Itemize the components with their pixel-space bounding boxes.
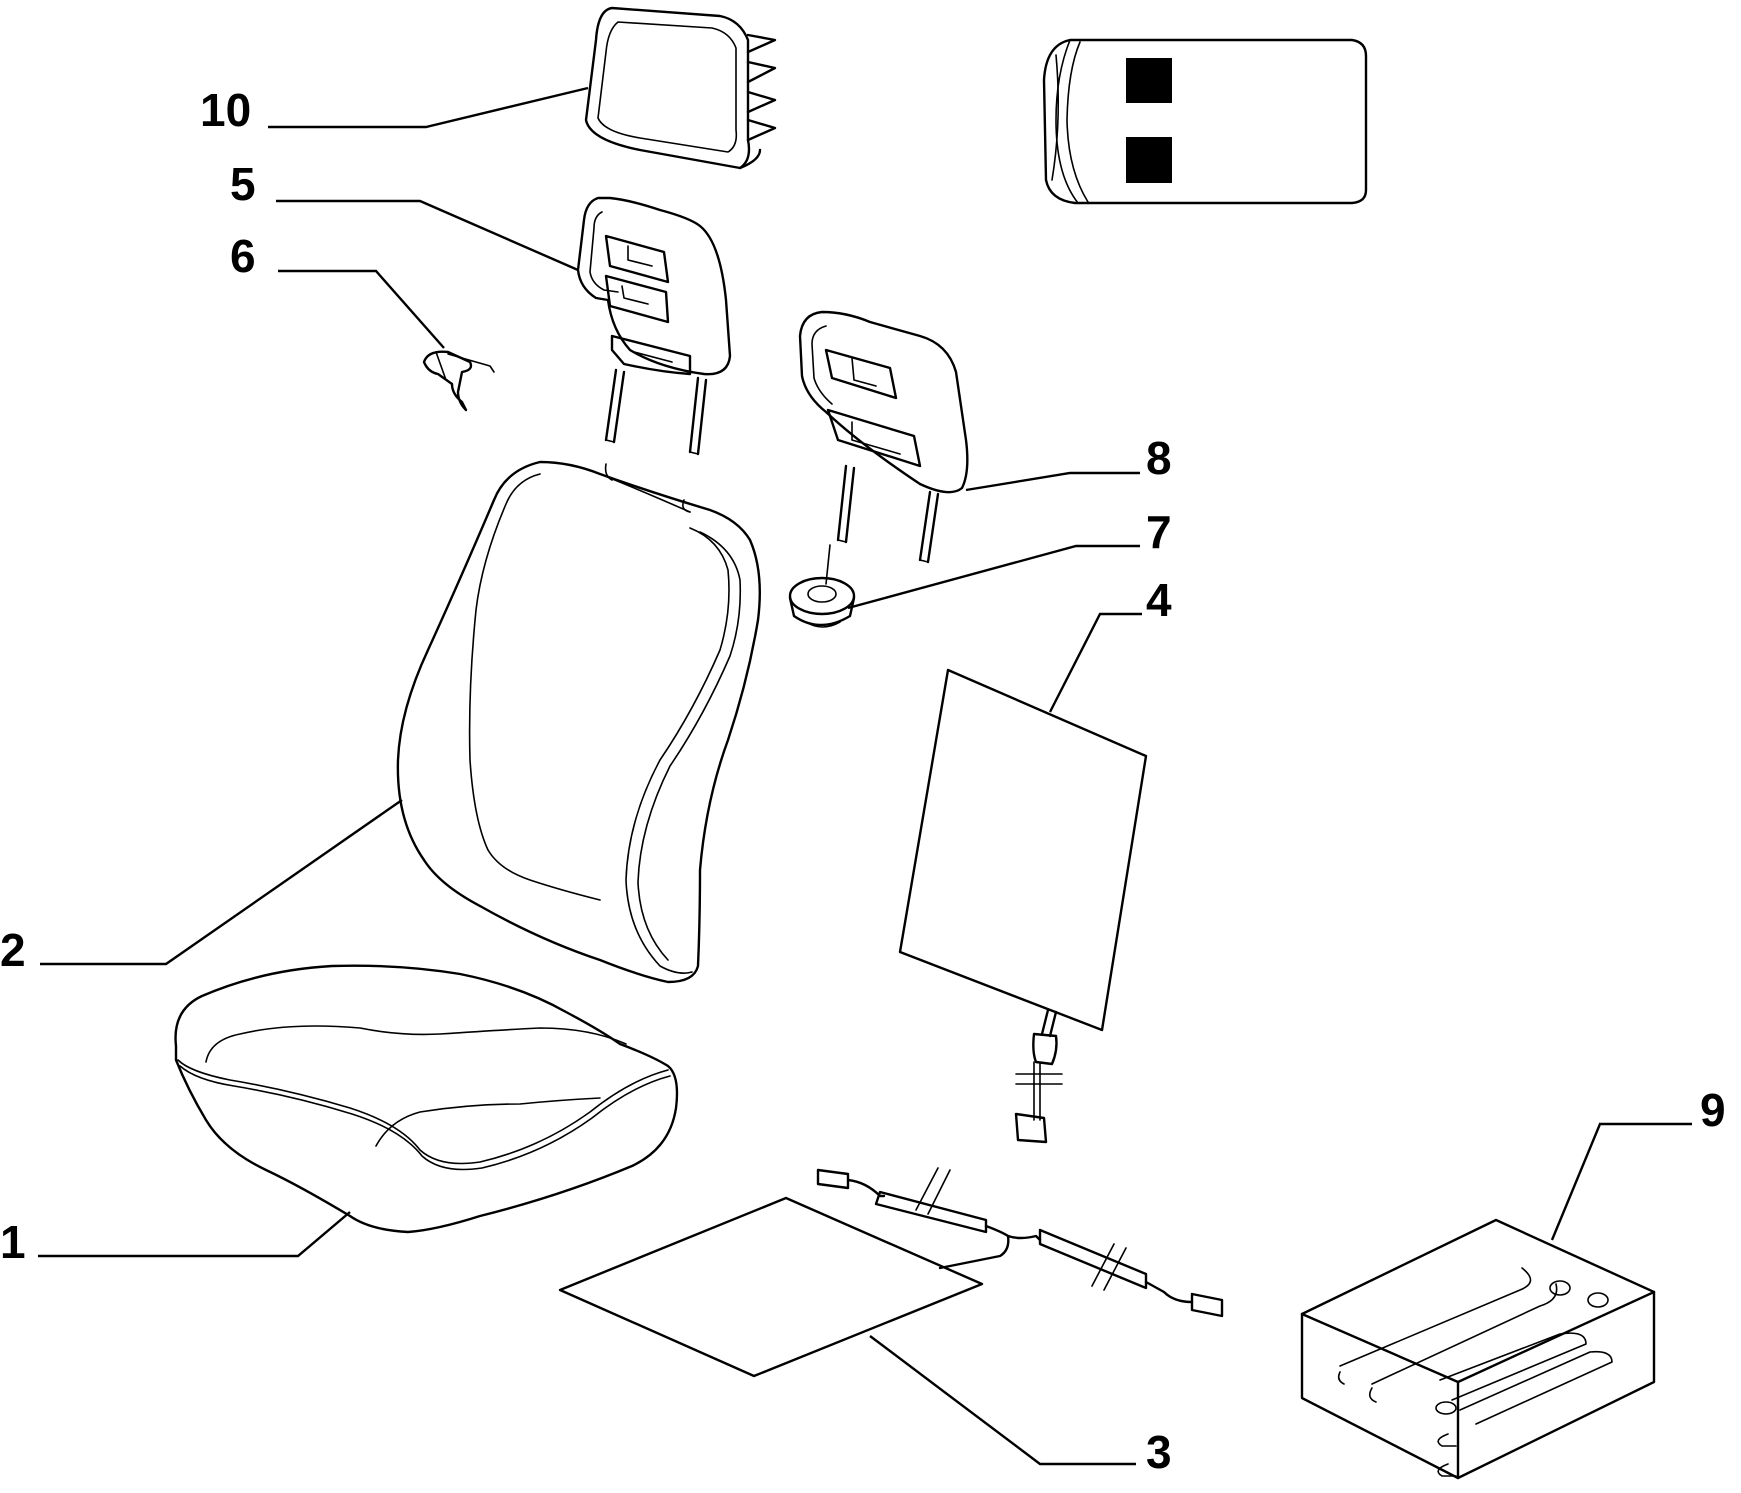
callout-7: 7 — [1146, 506, 1172, 558]
callout-8: 8 — [1146, 432, 1172, 484]
leader-1 — [38, 1211, 351, 1258]
leader-10 — [268, 86, 589, 129]
callout-1: 1 — [0, 1216, 26, 1268]
rear-seat-marker — [1126, 137, 1172, 183]
cushion-heating-pad-part — [558, 1167, 1224, 1378]
wiring-box-part — [1300, 1218, 1656, 1480]
headrest-guide-bushing-part — [788, 544, 856, 628]
leader-6 — [278, 269, 445, 349]
callout-10: 10 — [200, 84, 251, 136]
callout-3: 3 — [1146, 1426, 1172, 1478]
seat-cushion-part — [174, 964, 679, 1234]
leader-2 — [40, 799, 403, 966]
headrest-adjustable-part — [798, 310, 969, 564]
backrest-heating-pad-part — [898, 668, 1148, 1144]
seat-backrest-part — [396, 460, 761, 984]
headrest-cover-part — [584, 6, 777, 170]
headrest-part — [576, 196, 732, 456]
callout-9: 9 — [1700, 1084, 1726, 1136]
leader-lines — [38, 86, 1692, 1466]
callout-4: 4 — [1146, 574, 1172, 626]
leader-7 — [847, 544, 1140, 610]
callout-6: 6 — [230, 230, 256, 282]
leader-4 — [1048, 612, 1142, 713]
callouts: 10 5 6 8 7 4 2 1 3 9 — [0, 84, 1726, 1478]
front-seat-marker — [1126, 58, 1172, 103]
vehicle-position-icon — [1042, 38, 1368, 205]
leader-8 — [965, 471, 1140, 492]
leader-9 — [1550, 1122, 1692, 1241]
callout-2: 2 — [0, 924, 26, 976]
leader-5 — [276, 199, 579, 272]
leader-3 — [869, 1335, 1136, 1466]
callout-5: 5 — [230, 158, 256, 210]
clip-part — [422, 350, 495, 412]
